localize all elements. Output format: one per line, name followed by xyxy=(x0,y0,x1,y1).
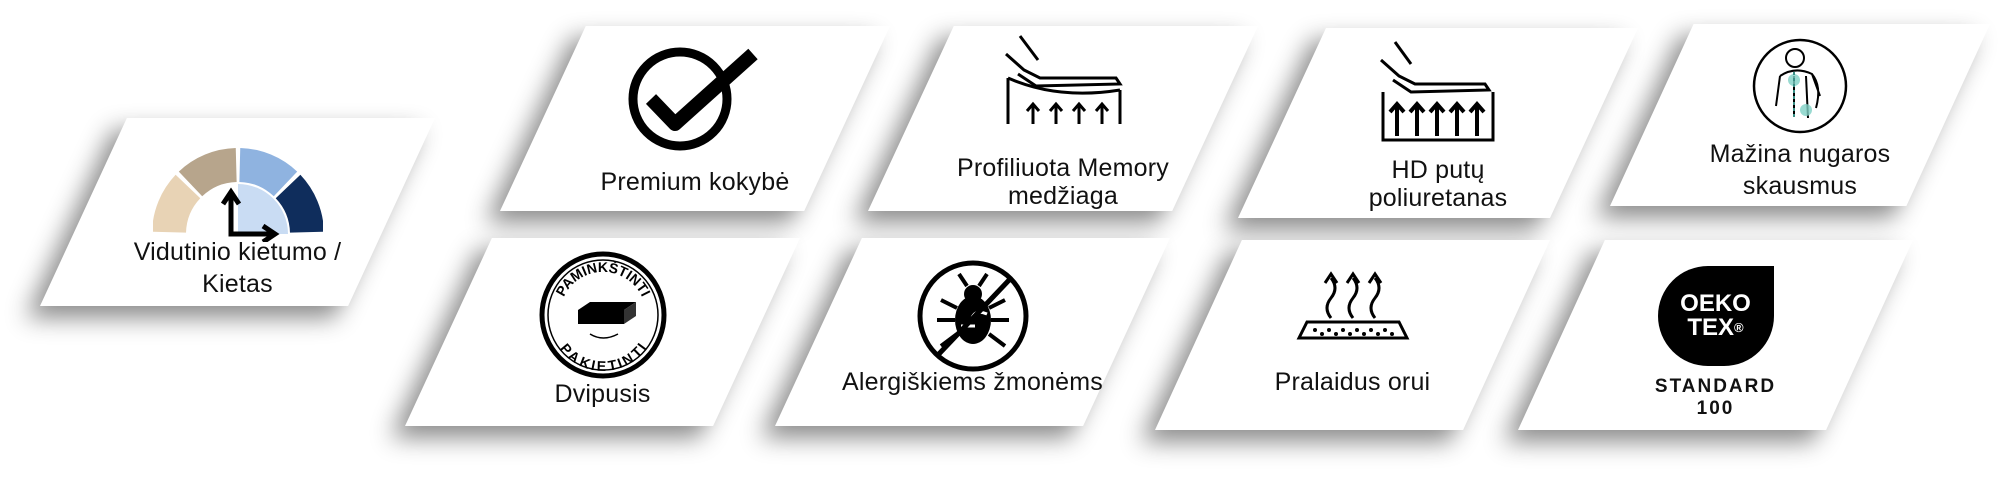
tile-hd-foam: HD putų poliuretanas xyxy=(1238,28,1638,218)
allergy-label: Alergiškiems žmonėms xyxy=(841,368,1103,396)
tile-double-sided: PAMINKŠTINTI PAKIETINTI Dvipusis xyxy=(405,238,800,426)
memory-label-line1: Profiliuota Memory xyxy=(957,154,1169,182)
tile-breathable: Pralaidus orui xyxy=(1155,240,1550,430)
back-pain-icon xyxy=(1752,38,1848,134)
firmness-label: Vidutinio kietumo / Kietas xyxy=(40,236,435,300)
tile-oekotex: OEKO TEX® STANDARD 100 xyxy=(1518,240,1913,430)
tile-memory: Profiliuota Memory medžiaga xyxy=(868,26,1258,211)
double-sided-label: Dvipusis xyxy=(554,380,651,408)
oekotex-logo-line2: TEX xyxy=(1687,314,1735,341)
hd-foam-label-line1: HD putų xyxy=(1391,156,1485,184)
tile-allergy: Alergiškiems žmonėms xyxy=(775,238,1170,426)
tile-firmness: Vidutinio kietumo / Kietas xyxy=(40,118,435,306)
memory-foam-icon xyxy=(1005,35,1123,124)
back-pain-label-line2: skausmus xyxy=(1742,172,1858,200)
double-sided-badge-icon: PAMINKŠTINTI PAKIETINTI xyxy=(539,251,666,379)
memory-label: Profiliuota Memory medžiaga xyxy=(868,152,1258,212)
firmness-label-line2: Kietas xyxy=(202,270,273,298)
gauge-segment-3 xyxy=(238,148,297,197)
oekotex-logo: OEKO TEX® xyxy=(1657,266,1774,366)
breathable-label: Pralaidus orui xyxy=(1274,368,1431,396)
back-pain-label-line1: Mažina nugaros xyxy=(1709,140,1891,168)
gauge-inner-fill xyxy=(237,184,288,234)
hd-foam-label: HD putų poliuretanas xyxy=(1238,154,1638,214)
oekotex-standard-line1: STANDARD xyxy=(1654,376,1777,397)
hd-foam-label-line2: poliuretanas xyxy=(1368,184,1508,212)
gauge-segment-4 xyxy=(275,174,323,233)
tile-back-pain: Mažina nugaros skausmus xyxy=(1610,24,1990,206)
oekotex-standard: STANDARD 100 xyxy=(1518,376,1913,420)
checkmark-circle-icon xyxy=(628,47,758,151)
registered-mark: ® xyxy=(1734,320,1744,335)
premium-label: Premium kokybė xyxy=(600,168,790,196)
gauge-segment-1 xyxy=(152,174,200,233)
firmness-label-line1: Vidutinio kietumo / xyxy=(133,238,342,266)
firmness-gauge-icon xyxy=(152,148,323,242)
gauge-segment-2 xyxy=(178,148,237,197)
tile-premium: Premium kokybė xyxy=(500,26,890,211)
memory-label-line2: medžiaga xyxy=(1008,182,1118,210)
oekotex-standard-line2: 100 xyxy=(1696,398,1735,419)
hd-foam-icon xyxy=(1380,41,1495,142)
oekotex-logo-line1: OEKO xyxy=(1680,290,1751,317)
no-bug-icon xyxy=(917,260,1028,372)
back-pain-label: Mažina nugaros skausmus xyxy=(1610,138,1990,202)
breathable-icon xyxy=(1296,271,1409,340)
